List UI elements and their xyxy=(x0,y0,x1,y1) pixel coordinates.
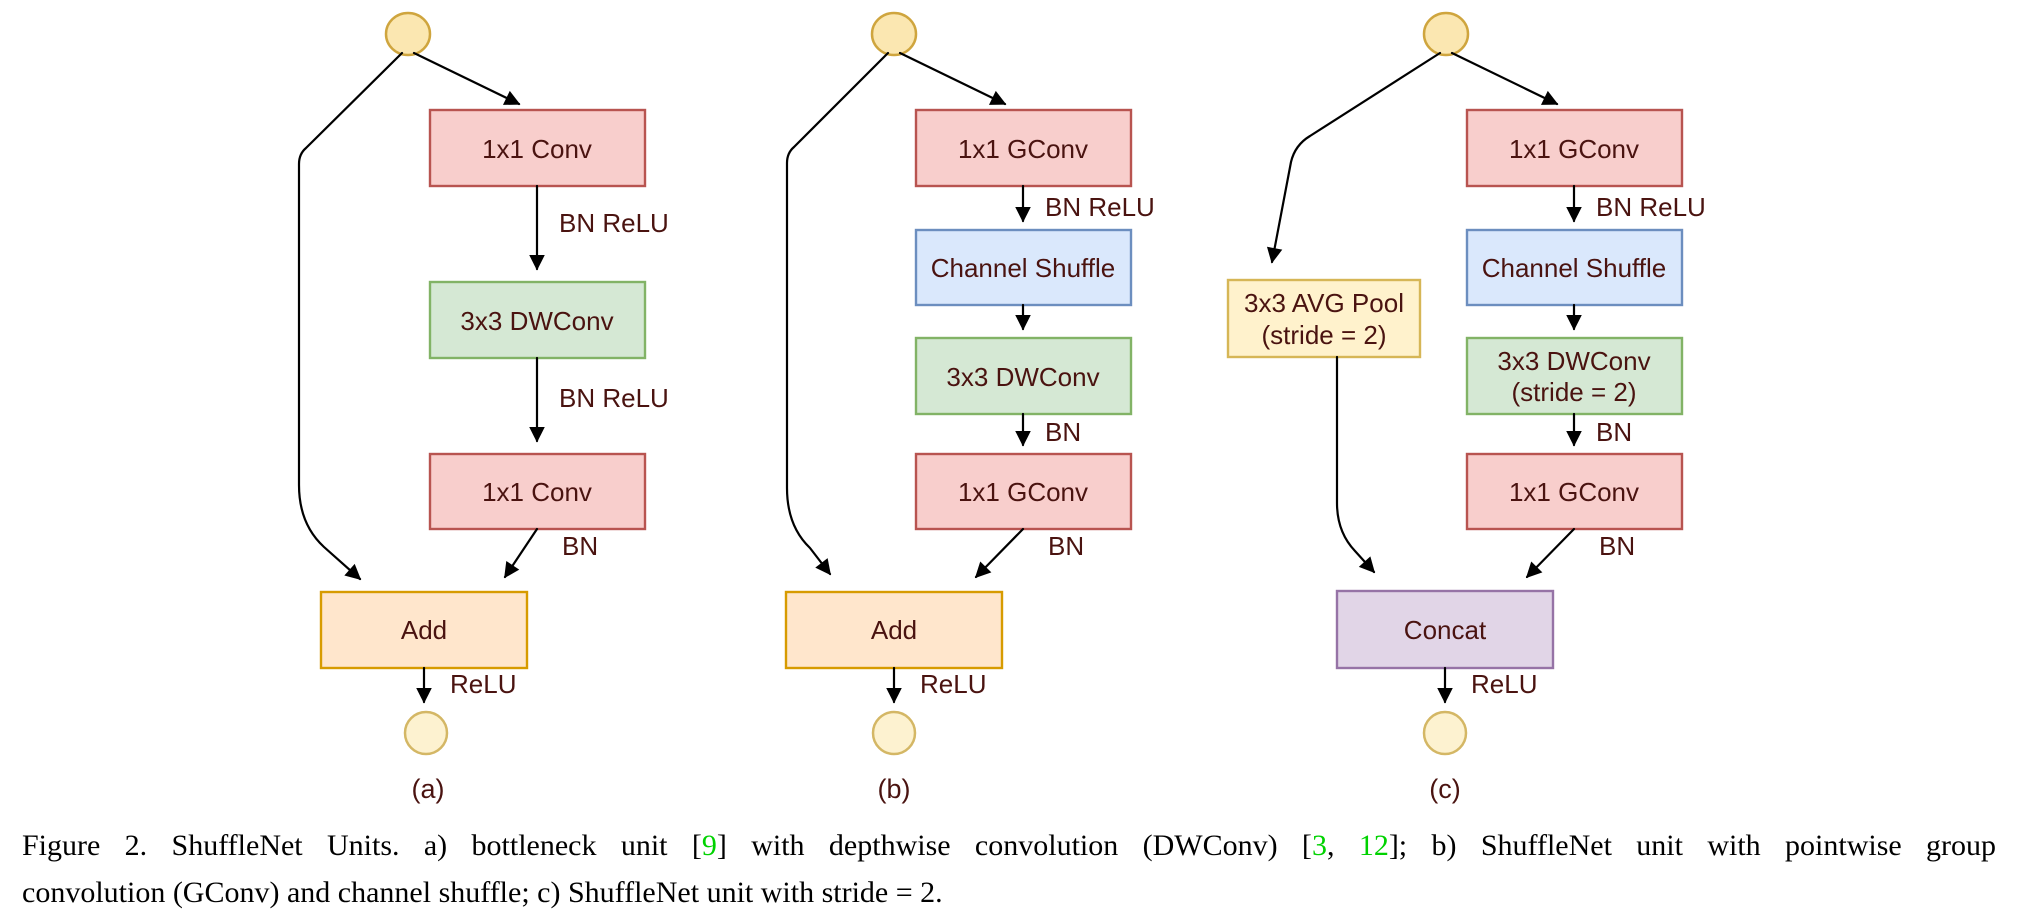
box-a-conv2-label: 1x1 Conv xyxy=(482,477,592,507)
edge-label-c-bn-1: BN xyxy=(1596,417,1632,447)
input-node-a xyxy=(384,11,432,57)
box-c-gconv2-label: 1x1 GConv xyxy=(1509,477,1639,507)
output-node-b xyxy=(871,710,917,756)
box-b-dwconv-label: 3x3 DWConv xyxy=(946,362,1099,392)
edge-b-gconv2-to-add xyxy=(974,527,1025,579)
caption-text: , xyxy=(1326,829,1359,862)
figure-caption-line2: convolution (GConv) and channel shuffle;… xyxy=(22,876,943,909)
box-c-dwconv-label-line1: 3x3 DWConv xyxy=(1497,346,1650,376)
edge-a-skip-connection xyxy=(297,51,404,581)
box-c-concat-label: Concat xyxy=(1404,615,1487,645)
edge-label-c-bn-relu: BN ReLU xyxy=(1596,192,1706,222)
citation-3: 3 xyxy=(1311,829,1327,862)
edge-c-gconv2-to-concat xyxy=(1525,527,1576,579)
edge-label-c-bn-2: BN xyxy=(1599,531,1635,561)
unit-b: 1x1 GConv BN ReLU Channel Shuffle 3x3 DW… xyxy=(784,11,1155,804)
unit-b-label: (b) xyxy=(878,774,911,804)
box-b-gconv1-label: 1x1 GConv xyxy=(958,134,1088,164)
box-c-gconv1 xyxy=(1465,108,1684,188)
edge-label-b-relu: ReLU xyxy=(920,669,986,699)
edge-label-a-relu: ReLU xyxy=(450,669,516,699)
box-b-channel-shuffle-label: Channel Shuffle xyxy=(931,253,1116,283)
edge-c-input-to-avgpool xyxy=(1266,51,1442,264)
box-b-gconv2-label: 1x1 GConv xyxy=(958,477,1088,507)
edge-label-b-bn-relu: BN ReLU xyxy=(1045,192,1155,222)
box-c-dwconv-label-line2: (stride = 2) xyxy=(1512,377,1637,407)
box-c-dwconv xyxy=(1465,336,1684,416)
box-a-conv1 xyxy=(428,108,647,188)
box-a-dwconv-label: 3x3 DWConv xyxy=(460,306,613,336)
box-c-gconv2 xyxy=(1465,452,1684,531)
edge-c-input-to-gconv1 xyxy=(1450,51,1559,106)
box-a-conv1-label: 1x1 Conv xyxy=(482,134,592,164)
box-c-gconv1-label: 1x1 GConv xyxy=(1509,134,1639,164)
unit-c-label: (c) xyxy=(1429,774,1460,804)
caption-text: ] with depthwise convolution (DWConv) [ xyxy=(716,829,1312,862)
box-c-avgpool xyxy=(1226,278,1422,359)
edge-label-a-bn-relu-2: BN ReLU xyxy=(559,383,669,413)
box-a-conv2 xyxy=(428,452,647,531)
input-node-c xyxy=(1422,11,1470,57)
citation-9: 9 xyxy=(701,829,717,862)
edge-label-a-bn: BN xyxy=(562,531,598,561)
edge-a-input-to-conv1 xyxy=(412,51,521,106)
box-b-add-label: Add xyxy=(871,615,917,645)
unit-a-label: (a) xyxy=(412,774,445,804)
output-node-c xyxy=(1422,710,1468,756)
unit-a: 1x1 Conv BN ReLU 3x3 DWConv BN ReLU 1x1 … xyxy=(297,11,669,804)
box-c-avgpool-label-line2: (stride = 2) xyxy=(1262,320,1387,350)
unit-c: 3x3 AVG Pool (stride = 2) 1x1 GConv BN R… xyxy=(1226,11,1706,804)
edge-label-a-bn-relu-1: BN ReLU xyxy=(559,208,669,238)
figure-caption-line1: Figure 2. ShuffleNet Units. a) bottlenec… xyxy=(22,822,1996,869)
box-c-avgpool-label-line1: 3x3 AVG Pool xyxy=(1244,288,1404,318)
output-node-a xyxy=(403,710,449,756)
edge-b-input-to-gconv1 xyxy=(898,51,1007,106)
box-b-channel-shuffle xyxy=(914,228,1133,307)
box-a-add-label: Add xyxy=(401,615,447,645)
box-c-concat xyxy=(1335,589,1555,670)
box-a-add xyxy=(319,590,529,670)
box-a-dwconv xyxy=(428,280,647,360)
box-b-dwconv xyxy=(914,336,1133,416)
edge-a-conv2-to-add xyxy=(503,527,539,579)
edge-label-c-relu: ReLU xyxy=(1471,669,1537,699)
edge-label-b-bn-1: BN xyxy=(1045,417,1081,447)
box-c-channel-shuffle-label: Channel Shuffle xyxy=(1482,253,1667,283)
shufflenet-diagram: 1x1 Conv BN ReLU 3x3 DWConv BN ReLU 1x1 … xyxy=(297,11,1706,804)
input-node-b xyxy=(870,11,918,57)
citation-12: 12 xyxy=(1358,829,1389,862)
caption-text: Figure 2. ShuffleNet Units. a) bottlenec… xyxy=(22,829,702,862)
box-b-gconv2 xyxy=(914,452,1133,531)
caption-text: ]; b) ShuffleNet unit with pointwise gro… xyxy=(1388,829,1997,862)
figure-caption: Figure 2. ShuffleNet Units. a) bottlenec… xyxy=(22,822,1996,916)
edge-b-skip-connection xyxy=(785,51,890,576)
edge-label-b-bn-2: BN xyxy=(1048,531,1084,561)
edge-c-avgpool-to-concat xyxy=(1335,355,1376,574)
